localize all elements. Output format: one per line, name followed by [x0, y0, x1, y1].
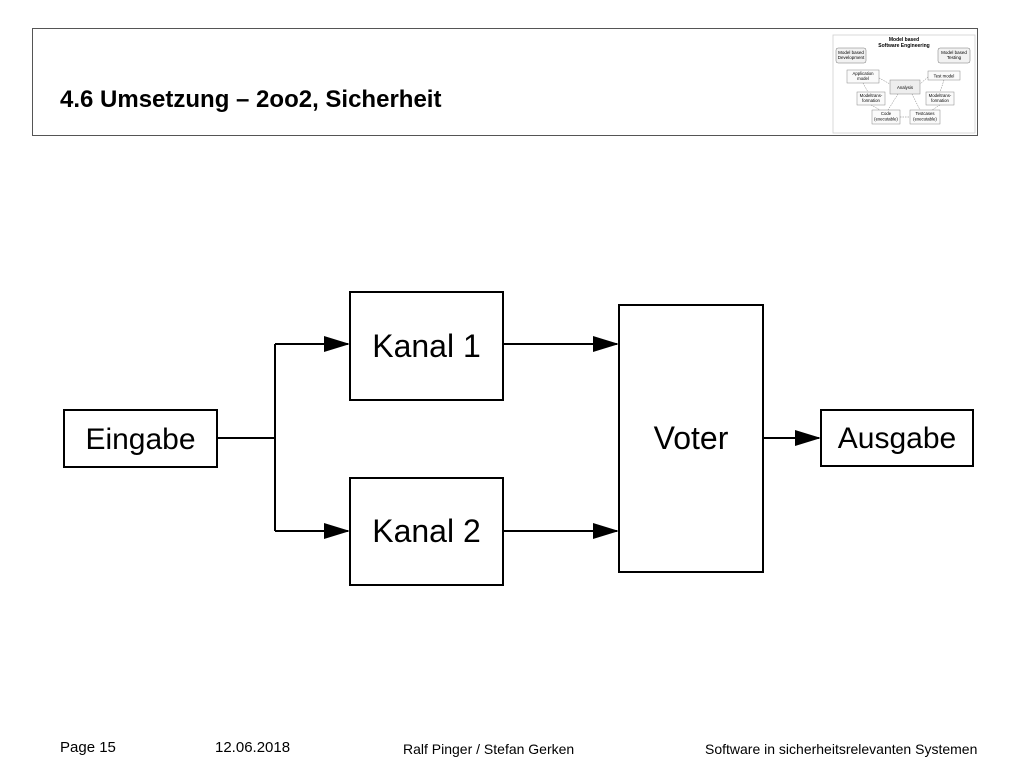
mbse-thumbnail: Model based Software Engineering Model b…	[832, 34, 976, 134]
thumb-testcases-line1: Testcases	[915, 111, 934, 116]
thumb-app-line2: model	[857, 76, 869, 81]
mbse-thumbnail-graphic: Model based Software Engineering Model b…	[832, 34, 976, 134]
thumb-title-line2: Software Engineering	[878, 43, 929, 49]
kanal2-block: Kanal 2	[349, 477, 504, 586]
thumb-testing-line1: Model based	[941, 50, 967, 55]
thumb-dev-line2: Development	[838, 55, 865, 60]
eingabe-label: Eingabe	[85, 423, 195, 456]
voter-label: Voter	[654, 420, 729, 456]
ausgabe-block: Ausgabe	[820, 409, 974, 467]
thumb-analysis: Analysis	[897, 85, 913, 90]
thumb-code-line2: (executable)	[874, 117, 898, 122]
footer-date: 12.06.2018	[215, 739, 291, 756]
footer-authors: Ralf Pinger / Stefan Gerken	[403, 741, 575, 757]
thumb-testing-line2: Testing	[947, 55, 962, 60]
header-frame	[32, 28, 978, 136]
ausgabe-label: Ausgabe	[838, 422, 956, 455]
thumb-code-line1: Code	[881, 111, 892, 116]
thumb-test-model: Test model	[934, 74, 955, 79]
footer-course: Software in sicherheitsrelevanten System…	[705, 741, 978, 757]
kanal1-block: Kanal 1	[349, 291, 504, 401]
thumb-trans-left-line1: Modeltrans-	[860, 93, 883, 98]
thumb-trans-right-line1: Modeltrans-	[929, 93, 952, 98]
kanal1-label: Kanal 1	[372, 328, 481, 364]
thumb-app-line1: Application	[852, 71, 874, 76]
thumb-title-line1: Model based	[889, 37, 919, 43]
thumb-trans-right-line2: formation	[931, 98, 950, 103]
footer-page: Page 15	[60, 739, 116, 756]
kanal2-label: Kanal 2	[372, 513, 481, 549]
voter-block: Voter	[618, 304, 764, 573]
thumb-testcases-line2: (executable)	[913, 117, 937, 122]
eingabe-block: Eingabe	[63, 409, 218, 468]
thumb-dev-line1: Model based	[838, 50, 864, 55]
thumb-trans-left-line2: formation	[862, 98, 881, 103]
slide-title: 4.6 Umsetzung – 2oo2, Sicherheit	[60, 86, 442, 113]
